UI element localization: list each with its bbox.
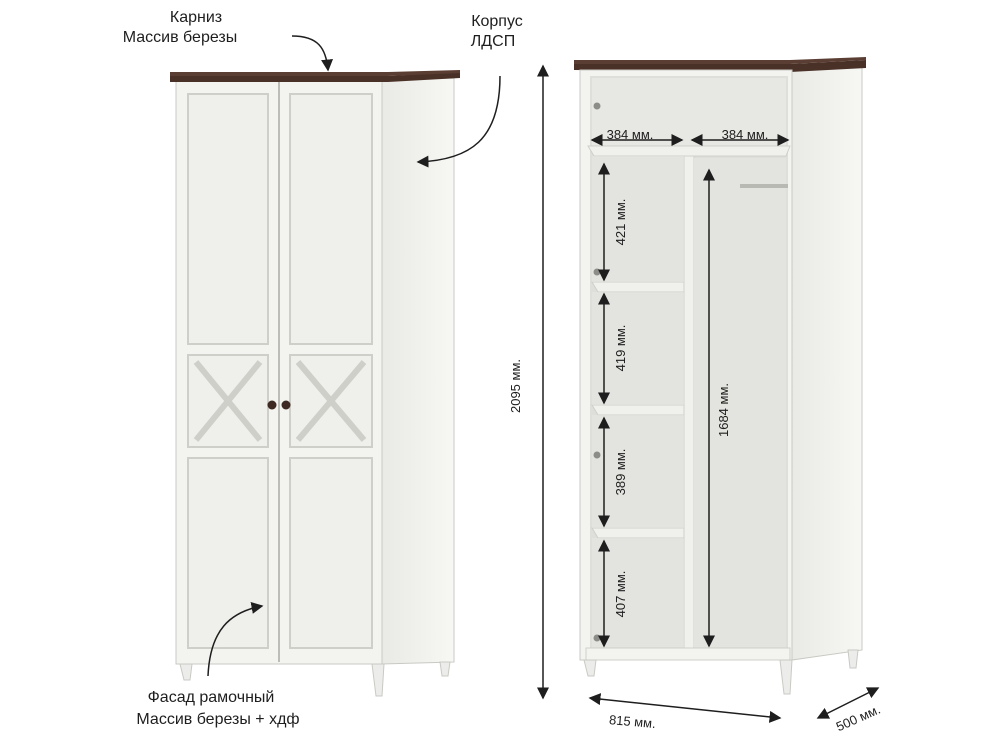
- hinge-2: [593, 268, 601, 276]
- hinge-3: [593, 451, 601, 459]
- hinge-4: [593, 634, 601, 642]
- body-callout: [416, 75, 501, 168]
- open-wardrobe: [574, 57, 866, 695]
- body-label-line1: Корпус: [471, 13, 523, 30]
- cornice-callout: [291, 35, 334, 72]
- height-dimension: 2095 мм.: [508, 359, 523, 413]
- body-label-line2: ЛДСП: [471, 33, 515, 50]
- depth-arrow: [816, 687, 880, 719]
- vertical-divider: [683, 155, 695, 653]
- top-shelf: [587, 145, 791, 157]
- shelf-2: [591, 404, 685, 416]
- open-side-panel: [791, 63, 863, 661]
- width-arrow: [588, 693, 782, 723]
- shelf-2-dimension: 419 мм.: [613, 325, 628, 372]
- open-leg-right: [779, 659, 793, 695]
- compartment-right-dimension: 384 мм.: [722, 127, 769, 142]
- shelf-3-dimension: 389 мм.: [613, 449, 628, 496]
- facade-label-line1: Фасад рамочный: [148, 689, 275, 706]
- left-door-lower-panel: [187, 457, 269, 649]
- hanging-dimension: 1684 мм.: [716, 383, 731, 437]
- cornice-label-line1: Карниз: [170, 9, 222, 26]
- right-door-upper-panel: [289, 93, 373, 345]
- closed-side-panel: [381, 77, 455, 665]
- closed-leg-right: [371, 663, 385, 697]
- right-knob: [281, 400, 291, 410]
- shelf-4-dimension: 407 мм.: [613, 571, 628, 618]
- open-leg-left: [583, 659, 597, 677]
- width-dimension: 815 мм.: [608, 712, 656, 731]
- open-cornice: [574, 60, 866, 72]
- dimension-lines: [207, 35, 880, 723]
- facade-callout: [207, 602, 264, 677]
- cornice-label-line2: Массив березы: [123, 29, 237, 46]
- facade-label-line2: Массив березы + хдф: [136, 711, 299, 728]
- closed-cornice: [170, 72, 460, 82]
- shelf-3: [591, 527, 685, 539]
- closed-leg-left: [179, 663, 193, 681]
- shelf-1: [591, 281, 685, 293]
- shelf-1-dimension: 421 мм.: [613, 199, 628, 246]
- compartment-left-dimension: 384 мм.: [607, 127, 654, 142]
- left-knob: [267, 400, 277, 410]
- closed-wardrobe: [170, 70, 460, 697]
- left-door-upper-panel: [187, 93, 269, 345]
- hinge-1: [593, 102, 601, 110]
- right-door-lower-panel: [289, 457, 373, 649]
